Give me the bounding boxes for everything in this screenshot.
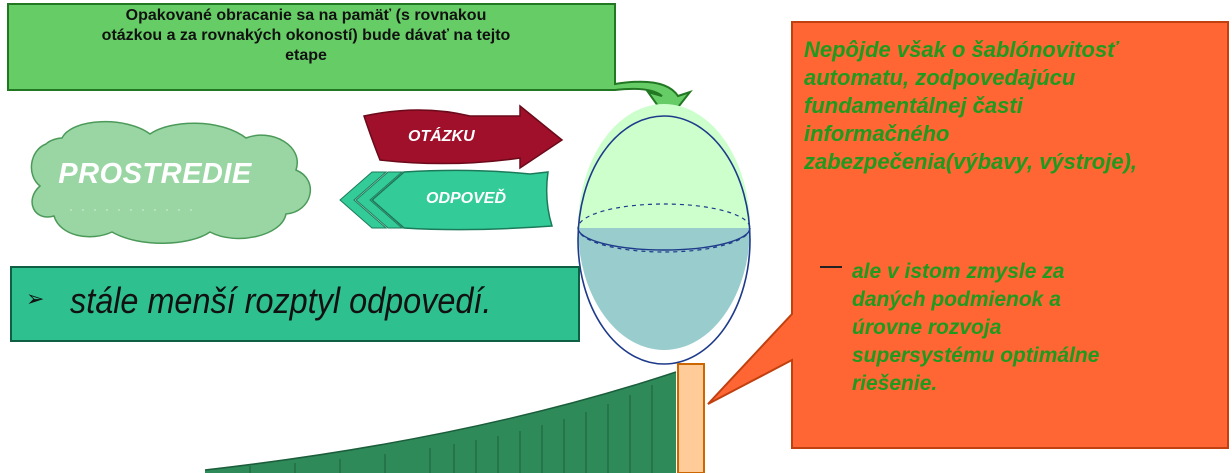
- environment-label: PROSTREDIE: [58, 158, 252, 190]
- orange-callout-shape: [707, 21, 1229, 449]
- orange-callout-paragraph: Nepôjde však o šablónovitosť automatu, z…: [804, 36, 1228, 176]
- answer-arrow: [339, 169, 553, 231]
- orange-callout-subline: riešenie.: [852, 372, 938, 395]
- orange-callout-line: informačného: [804, 121, 950, 146]
- cloud-shape: [30, 120, 312, 244]
- memory-sphere: [577, 104, 751, 365]
- bullet-arrow-icon: ➢: [26, 286, 45, 311]
- bullet-text: stále menší rozptyl odpovedí.: [70, 280, 492, 321]
- question-arrow: [363, 104, 564, 170]
- orange-callout-line: fundamentálnej časti: [804, 93, 1023, 118]
- orange-callout-subline: úrovne rozvoja: [852, 316, 1002, 339]
- orange-callout-line: automatu, zodpovedajúcu: [804, 65, 1076, 90]
- orange-callout-subitem: ale v istom zmysle za daných podmienok a…: [852, 258, 1222, 398]
- orange-callout-line: Nepôjde však o šablónovitosť: [804, 37, 1118, 62]
- highlight-bar: [677, 363, 705, 473]
- orange-callout-subline: supersystému optimálne: [852, 344, 1100, 367]
- question-arrow-label: OTÁZKU: [408, 128, 475, 145]
- orange-callout-subline: daných podmienok a: [852, 288, 1061, 311]
- growth-bars: [204, 363, 705, 473]
- top-callout-line: otázkou a za rovnakých okoností) bude dá…: [101, 27, 511, 44]
- answer-arrow-label: ODPOVEĎ: [426, 190, 507, 207]
- bullet-box: [10, 266, 580, 342]
- top-callout-text: Opakované obracanie sa na pamäť (s rovna…: [16, 6, 596, 66]
- dash-marker: [820, 266, 842, 268]
- orange-callout-subline: ale v istom zmysle za: [852, 260, 1065, 283]
- orange-callout-line: zabezpečenia(výbavy, výstroje),: [804, 149, 1138, 174]
- top-callout-line: etape: [285, 47, 327, 64]
- top-callout-line: Opakované obracanie sa na pamäť (s rovna…: [125, 7, 487, 24]
